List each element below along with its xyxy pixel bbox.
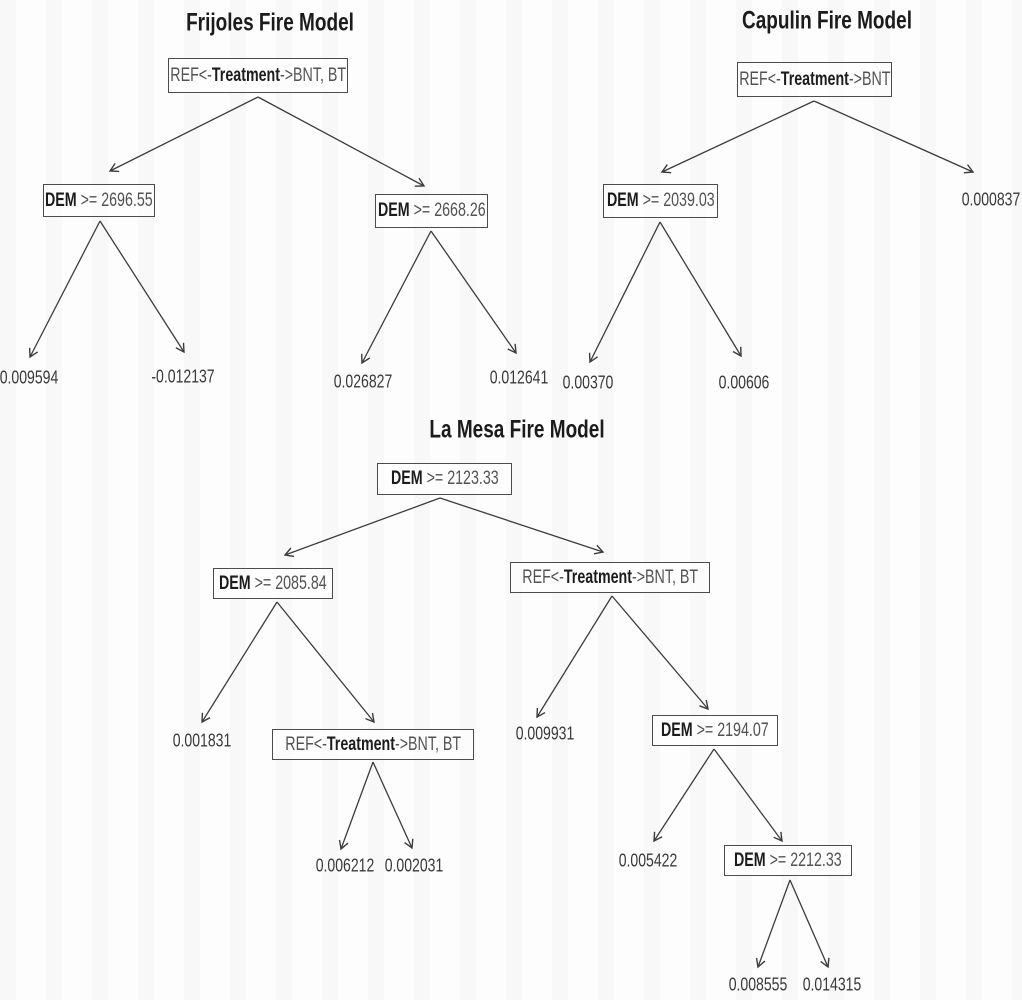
edge-lamesa-rr-left — [653, 748, 715, 843]
node-text: >= 2039.03 — [638, 190, 715, 211]
capulin-leaf-ll: 0.00370 — [555, 373, 620, 394]
edge-lamesa-rrr-left — [755, 879, 791, 969]
node-text-bold: Treatment — [780, 68, 849, 90]
lamesa-title: La Mesa Fire Model — [402, 416, 633, 445]
node-text: ->BNT, BT — [394, 733, 461, 755]
lamesa-leaf-ll: 0.001831 — [164, 731, 239, 752]
lamesa-leaf-rrl: 0.005422 — [610, 851, 685, 872]
node-text: REF<- — [285, 733, 327, 755]
edge-lamesa-r-left — [536, 595, 613, 719]
edge-lamesa-lr-right — [372, 761, 414, 850]
node-text-bold: DEM — [45, 189, 77, 211]
edge-capulin-root-left — [660, 100, 815, 174]
frijoles-leaf-ll: 0.009594 — [0, 368, 67, 389]
edge-frijoles-r-right — [430, 230, 517, 355]
capulin-leaf-lr: 0.00606 — [711, 373, 776, 394]
leaf-value: 0.006212 — [315, 855, 375, 876]
node-text: ->BNT — [848, 68, 891, 90]
leaf-value: 0.009594 — [0, 367, 59, 388]
lamesa-root-node: DEM >= 2123.33 — [377, 463, 512, 495]
node-text-bold: DEM — [219, 572, 251, 594]
node-text-bold: DEM — [390, 468, 423, 489]
node-text-bold: Treatment — [211, 64, 280, 86]
leaf-value: 0.002031 — [384, 855, 444, 876]
node-text: >= 2696.55 — [76, 189, 153, 211]
leaf-value: 0.026827 — [333, 371, 393, 392]
lamesa-leaf-rl: 0.009931 — [507, 724, 582, 745]
capulin-title-text: Capulin Fire Model — [742, 6, 912, 35]
leaf-value: 0.009931 — [515, 723, 575, 744]
edge-capulin-root-right — [813, 100, 975, 174]
capulin-title: Capulin Fire Model — [715, 7, 939, 36]
frijoles-title: Frijoles Fire Model — [160, 9, 381, 38]
node-text-bold: DEM — [734, 849, 766, 871]
node-text: >= 2668.26 — [409, 200, 486, 221]
edge-frijoles-l-left — [28, 220, 101, 359]
leaf-value: -0.012137 — [151, 366, 215, 387]
edge-lamesa-lr-left — [338, 761, 374, 851]
edge-lamesa-rrr-right — [789, 879, 830, 969]
frijoles-title-text: Frijoles Fire Model — [186, 8, 354, 37]
node-text-bold: DEM — [377, 200, 410, 221]
frijoles-right-node: DEM >= 2668.26 — [375, 194, 488, 228]
node-text: >= 2085.84 — [250, 572, 327, 594]
capulin-leaf-r: 0.000837 — [953, 190, 1022, 211]
lamesa-left-node: DEM >= 2085.84 — [213, 568, 333, 599]
leaf-value: 0.00606 — [718, 372, 770, 393]
lamesa-leaf-rrrl: 0.008555 — [720, 975, 795, 996]
edge-lamesa-l-right — [276, 601, 375, 724]
frijoles-leaf-rr: 0.012641 — [481, 368, 556, 389]
node-text-bold: Treatment — [563, 566, 632, 588]
frijoles-root-node: REF<-Treatment->BNT, BT — [168, 58, 348, 93]
node-text: >= 2123.33 — [422, 468, 499, 489]
edge-frijoles-root-left — [108, 96, 259, 173]
edge-capulin-l-left — [588, 221, 661, 364]
leaf-value: 0.014315 — [802, 974, 862, 995]
lamesa-rrr-node: DEM >= 2212.33 — [724, 845, 852, 876]
edge-lamesa-root-left — [283, 497, 441, 558]
edge-lamesa-r-right — [611, 595, 709, 711]
frijoles-leaf-lr: -0.012137 — [142, 367, 223, 388]
node-text: REF<- — [170, 64, 212, 86]
edge-lamesa-root-right — [439, 497, 605, 555]
leaf-value: 0.000837 — [961, 189, 1021, 210]
leaf-value: 0.001831 — [172, 730, 232, 751]
leaf-value: 0.00370 — [562, 372, 614, 393]
node-text: >= 2194.07 — [692, 719, 769, 741]
node-text: ->BNT, BT — [631, 566, 698, 588]
edge-frijoles-root-right — [257, 96, 426, 187]
frijoles-left-node: DEM >= 2696.55 — [43, 184, 155, 217]
edge-capulin-l-right — [659, 221, 742, 358]
node-text-bold: Treatment — [326, 733, 395, 755]
leaf-value: 0.012641 — [489, 367, 549, 388]
lamesa-leaf-lrr: 0.002031 — [376, 856, 451, 877]
capulin-root-node: REF<-Treatment->BNT — [737, 62, 892, 97]
lamesa-leaf-lrl: 0.006212 — [307, 856, 382, 877]
node-text-bold: DEM — [606, 190, 639, 211]
node-text: >= 2212.33 — [765, 849, 842, 871]
edge-frijoles-r-left — [361, 230, 432, 365]
edge-lamesa-l-left — [201, 601, 278, 724]
lamesa-title-text: La Mesa Fire Model — [429, 415, 605, 444]
leaf-value: 0.008555 — [728, 974, 788, 995]
node-text-bold: DEM — [661, 719, 693, 741]
frijoles-leaf-rl: 0.026827 — [325, 372, 400, 393]
node-text: REF<- — [738, 68, 781, 90]
lamesa-rr-node: DEM >= 2194.07 — [652, 715, 778, 746]
node-text: ->BNT, BT — [279, 64, 346, 86]
leaf-value: 0.005422 — [618, 850, 678, 871]
edge-frijoles-l-right — [99, 220, 185, 354]
node-text: REF<- — [522, 566, 564, 588]
lamesa-leaf-rrrr: 0.014315 — [794, 975, 869, 996]
lamesa-lr-node: REF<-Treatment->BNT, BT — [272, 729, 474, 760]
edge-lamesa-rr-right — [713, 748, 783, 843]
capulin-left-node: DEM >= 2039.03 — [603, 184, 718, 218]
lamesa-right-node: REF<-Treatment->BNT, BT — [510, 562, 710, 593]
